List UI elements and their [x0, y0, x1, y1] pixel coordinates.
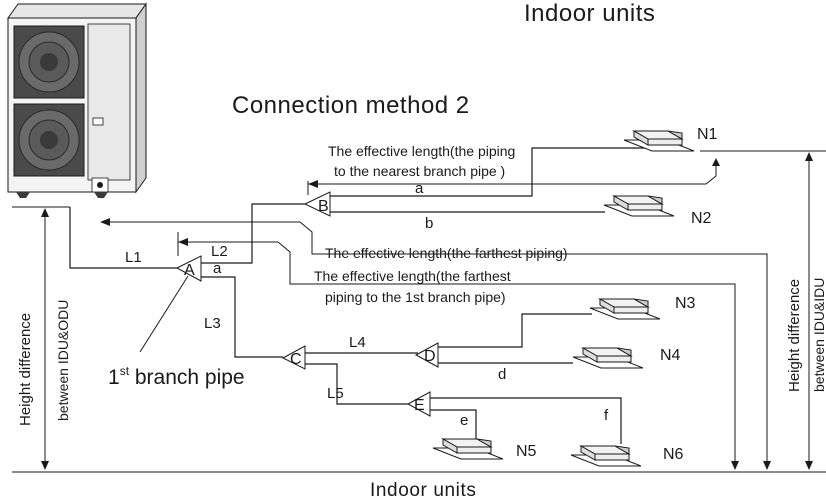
indoor-unit-label-n6: N6	[663, 446, 684, 463]
segment-label-d: d	[498, 366, 506, 383]
label-farthest-1st-line1: The effective length(the farthest	[314, 268, 511, 284]
label-height-right-line1: Height difference	[786, 279, 803, 392]
first-branch-leader	[139, 275, 189, 353]
dim-height-idu-odu	[41, 208, 49, 470]
dim-farthest-piping	[100, 218, 771, 470]
indoor-unit-label-n4: N4	[660, 347, 681, 364]
indoor-unit-n3: N3	[589, 295, 696, 320]
segment-label-b: b	[425, 215, 433, 232]
indoor-unit-label-n1: N1	[697, 126, 718, 143]
segment-label-l4: L4	[349, 334, 366, 351]
label-first-branch-text: branch pipe	[129, 366, 245, 389]
branch-pipe-d: D	[414, 342, 439, 368]
label-first-branch-superscript: st	[120, 364, 130, 378]
fan-grille-lower	[13, 103, 85, 177]
segment-label-l5: L5	[327, 385, 344, 402]
title-connection-method: Connection method 2	[232, 92, 470, 119]
indoor-unit-label-n2: N2	[691, 210, 712, 227]
indoor-unit-label-n5: N5	[516, 443, 537, 460]
segment-label-l2: L2	[211, 243, 228, 260]
label-height-left-line2: between IDU&ODU	[55, 300, 71, 421]
branch-pipe-b: B	[303, 191, 331, 217]
label-farthest: The effective length(the farthest piping…	[325, 245, 568, 261]
indoor-unit-n5: N5	[432, 438, 537, 460]
segment-label-l1: L1	[125, 249, 142, 266]
branch-label-e: E	[414, 397, 425, 414]
segment-label-a-branch: a	[213, 260, 222, 277]
branch-pipe-a: A	[175, 255, 202, 282]
title-indoor-units-top: Indoor units	[524, 0, 655, 27]
fan-grille-upper	[13, 25, 85, 99]
segment-label-a-top: a	[415, 180, 424, 197]
label-first-branch-number: 1	[108, 366, 120, 389]
indoor-unit-n4: N4	[572, 347, 681, 369]
label-farthest-1st-line2: piping to the 1st branch pipe)	[325, 289, 506, 305]
dim-height-idu-idu	[805, 152, 813, 470]
branch-label-d: D	[424, 348, 436, 365]
indoor-unit-n1: N1	[623, 126, 718, 152]
branch-pipe-e: E	[406, 391, 431, 417]
outdoor-unit	[7, 2, 147, 198]
segment-label-e: e	[460, 412, 468, 429]
piping	[69, 147, 646, 444]
label-nearest-line2: to the nearest branch pipe )	[334, 163, 505, 179]
branch-label-b: B	[318, 198, 329, 215]
branch-label-a: A	[184, 262, 195, 279]
dim-farthest-to-1st-branch	[177, 232, 739, 470]
indoor-unit-n2: N2	[603, 195, 712, 227]
indoor-unit-label-n3: N3	[675, 295, 696, 312]
label-height-left-line1: Height difference	[17, 313, 34, 426]
segment-label-l3: L3	[204, 315, 221, 332]
label-height-right-line2: between IDU&IDU	[811, 278, 826, 392]
label-nearest-line1: The effective length(the piping	[328, 143, 515, 159]
dim-nearest-branch	[307, 158, 720, 195]
label-first-branch: 1st branch pipe	[108, 364, 245, 389]
title-indoor-units-bottom: Indoor units	[370, 480, 477, 501]
branch-label-c: C	[290, 351, 302, 368]
segment-label-f: f	[604, 407, 609, 424]
branch-pipe-c: C	[281, 345, 306, 370]
indoor-unit-n6: N6	[570, 445, 684, 467]
